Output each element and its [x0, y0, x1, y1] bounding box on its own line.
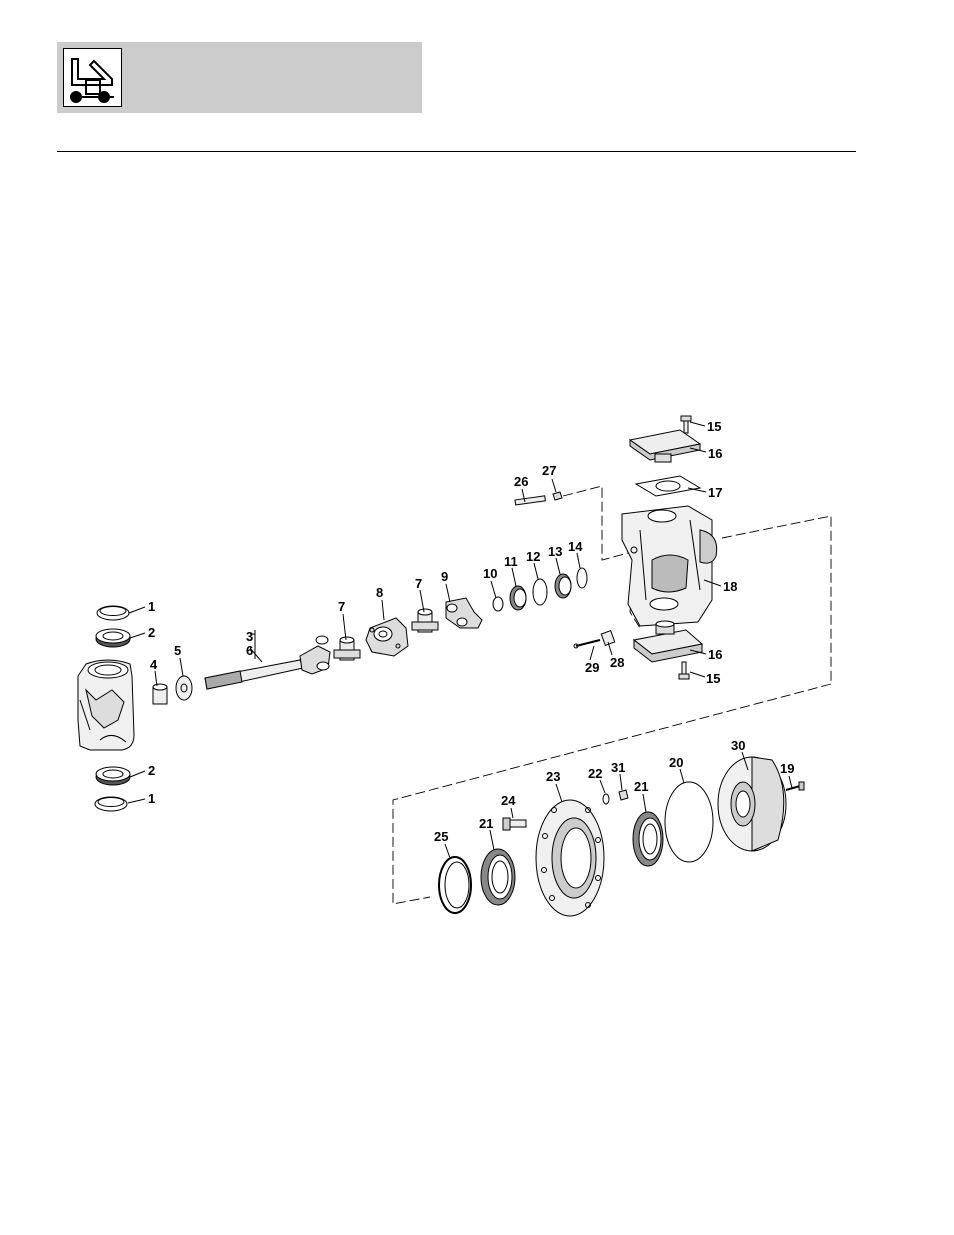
- washer-5: [175, 675, 193, 701]
- ring-1-top: [96, 605, 130, 621]
- callout-24: 24: [501, 793, 516, 808]
- callout-4: 4: [150, 657, 158, 672]
- callout-1: 1: [148, 791, 155, 806]
- callout-8: 8: [376, 585, 383, 600]
- callout-2: 2: [148, 763, 155, 778]
- bolt-15-top: [680, 415, 692, 434]
- callout-23: 23: [546, 769, 560, 784]
- bearing-21-left: [480, 848, 516, 906]
- wheel-hub-23: [535, 799, 605, 917]
- bolt-19: [785, 781, 805, 791]
- callout-7: 7: [415, 576, 422, 591]
- callout-30: 30: [731, 738, 745, 753]
- callout-22: 22: [588, 766, 602, 781]
- callout-21: 21: [634, 779, 648, 794]
- wheel-stud-24: [502, 817, 527, 831]
- callout-21: 21: [479, 816, 493, 831]
- pin-26: [514, 495, 546, 506]
- o-ring-20: [664, 781, 714, 863]
- callout-31: 31: [611, 760, 625, 775]
- seal-10: [492, 596, 504, 612]
- ring-1-bottom: [94, 796, 128, 812]
- header-rule: [57, 151, 856, 152]
- bushing-28: [600, 630, 616, 646]
- centering-yoke-8: [365, 617, 409, 657]
- bearing-21-right: [632, 811, 664, 867]
- seal-25: [438, 856, 472, 914]
- nut-31: [618, 789, 629, 801]
- axle-housing-end: [77, 659, 135, 751]
- nut-27: [552, 491, 563, 501]
- kingpin-cap-16-top: [628, 429, 702, 463]
- callout-15: 15: [707, 419, 721, 434]
- callout-26: 26: [514, 474, 528, 489]
- callout-27: 27: [542, 463, 556, 478]
- callout-10: 10: [483, 566, 497, 581]
- bearing-11: [509, 585, 527, 611]
- callout-12: 12: [526, 549, 540, 564]
- bolt-15-bottom: [678, 661, 690, 680]
- leader-lines: [127, 421, 793, 859]
- callout-25: 25: [434, 829, 448, 844]
- callout-3: 3: [246, 629, 253, 644]
- callout-14: 14: [568, 539, 583, 554]
- bearing-2-top: [95, 628, 131, 648]
- stub-yoke-9: [445, 597, 483, 629]
- axle-shaft: [204, 635, 331, 690]
- callout-1: 1: [148, 599, 155, 614]
- callout-2: 2: [148, 625, 155, 640]
- u-joint-cross-7-left: [333, 636, 361, 661]
- callout-28: 28: [610, 655, 624, 670]
- callout-16: 16: [708, 446, 722, 461]
- callout-29: 29: [585, 660, 599, 675]
- bushing-4: [152, 683, 168, 705]
- callout-7: 7: [338, 599, 345, 614]
- callout-16: 16: [708, 647, 722, 662]
- snap-ring-12: [532, 578, 548, 606]
- callout-18: 18: [723, 579, 737, 594]
- callout-13: 13: [548, 544, 562, 559]
- bearing-2-bottom: [95, 766, 131, 786]
- callout-19: 19: [780, 761, 794, 776]
- callout-6: 6: [246, 643, 253, 658]
- pin-29: [573, 639, 601, 649]
- callout-9: 9: [441, 569, 448, 584]
- snap-ring-14: [576, 567, 588, 589]
- callout-15: 15: [706, 671, 720, 686]
- callout-11: 11: [504, 554, 518, 569]
- loader-operator-icon: [63, 48, 122, 107]
- washer-22: [602, 793, 610, 805]
- ring-gear-30: [717, 756, 787, 852]
- steering-knuckle-18: [621, 505, 718, 627]
- callout-5: 5: [174, 643, 181, 658]
- callout-17: 17: [708, 485, 722, 500]
- kingpin-cap-16-bottom: [632, 620, 704, 663]
- u-joint-cross-7-right: [411, 608, 439, 633]
- callout-20: 20: [669, 755, 683, 770]
- shim-17: [634, 475, 702, 497]
- bearing-13: [554, 573, 572, 599]
